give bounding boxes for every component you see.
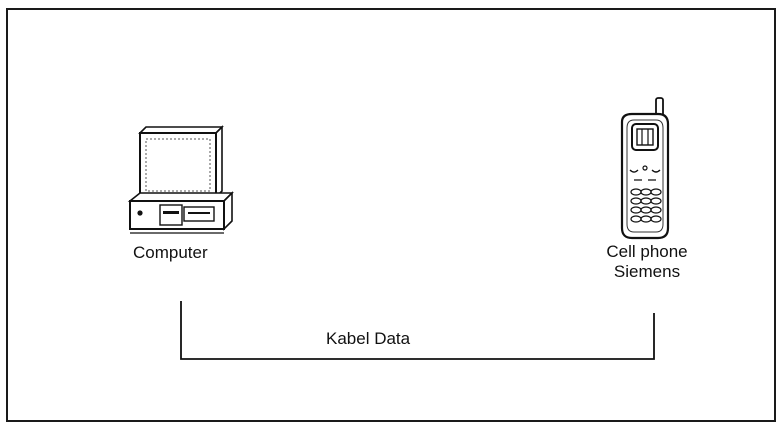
- cable-label: Kabel Data: [326, 329, 410, 349]
